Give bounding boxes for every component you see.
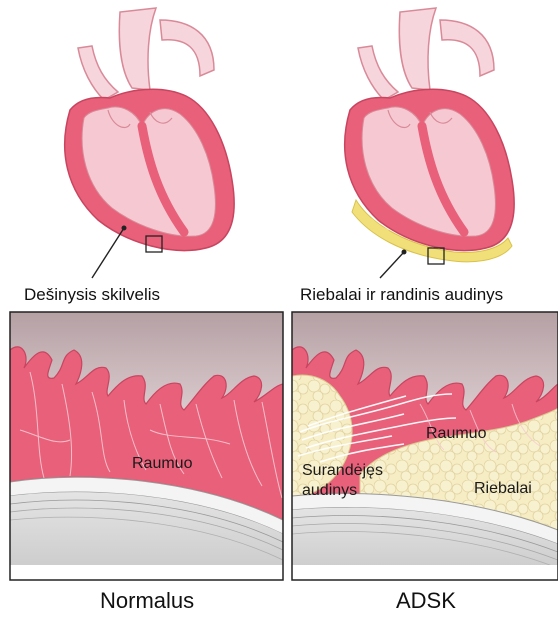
label-fat: Riebalai [474, 480, 532, 498]
label-scar-tissue-line1: Surandėjęs [302, 462, 383, 480]
caption-adsk: ADSK [396, 588, 456, 614]
label-muscle-adsk: Raumuo [426, 425, 486, 443]
heart-adsk-illustration [345, 8, 514, 262]
normal-tissue-panel [10, 312, 283, 580]
label-muscle-normal: Raumuo [132, 455, 192, 473]
pointer-line-icon [92, 228, 124, 278]
heart-normal-illustration [65, 8, 234, 250]
label-fat-and-scar: Riebalai ir randinis audinys [300, 285, 503, 305]
label-scar-tissue-line2: audinys [302, 482, 357, 500]
label-right-ventricle: Dešinysis skilvelis [24, 285, 160, 305]
adsk-tissue-panel [292, 312, 558, 580]
caption-normal: Normalus [100, 588, 194, 614]
pointer-line-icon [380, 252, 404, 278]
